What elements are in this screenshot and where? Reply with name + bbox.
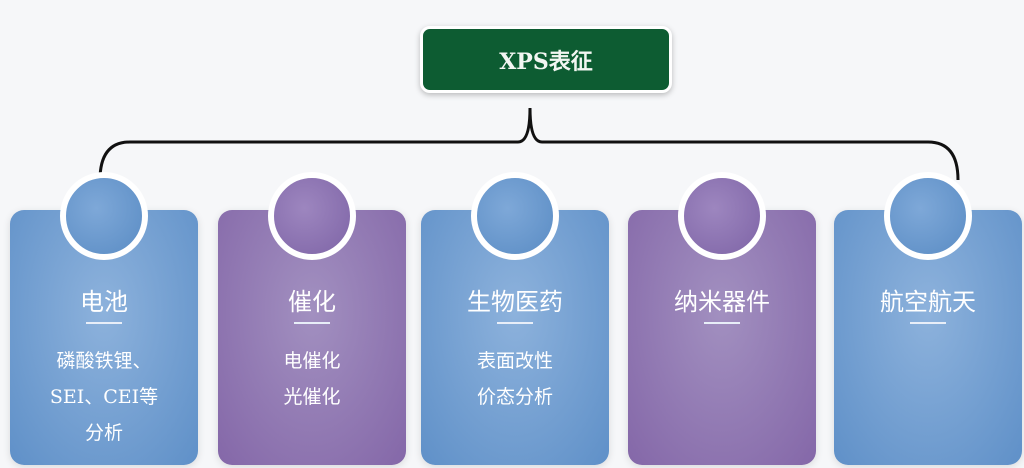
card-battery: 电池 磷酸铁锂、 SEI、CEI等 分析 — [10, 172, 198, 465]
circle-icon — [884, 172, 972, 260]
card-line: 磷酸铁锂、 — [56, 350, 152, 372]
divider — [294, 322, 330, 324]
root-label: XPS表征 — [499, 48, 593, 75]
circle-icon — [60, 172, 148, 260]
card-title: 生物医药 — [467, 288, 563, 316]
card-line: 表面改性 — [476, 350, 553, 372]
card-title: 电池 — [80, 288, 128, 316]
divider — [86, 322, 122, 324]
card-title: 航空航天 — [880, 288, 976, 316]
card-line: 光催化 — [283, 386, 341, 408]
circle-icon — [471, 172, 559, 260]
card-aerospace: 航空航天 — [834, 172, 1022, 465]
card-biomedicine: 生物医药 表面改性 价态分析 — [421, 172, 609, 465]
circle-icon — [678, 172, 766, 260]
divider — [704, 322, 740, 324]
card-line: 电催化 — [283, 350, 341, 372]
root-node: XPS表征 — [420, 26, 672, 93]
card-line: SEI、CEI等 — [49, 386, 159, 408]
card-line: 价态分析 — [476, 386, 553, 408]
card-title: 纳米器件 — [674, 288, 770, 316]
card-catalysis: 催化 电催化 光催化 — [218, 172, 406, 465]
divider — [910, 322, 946, 324]
card-title: 催化 — [288, 288, 336, 316]
circle-icon — [268, 172, 356, 260]
divider — [497, 322, 533, 324]
card-nanodevices: 纳米器件 — [628, 172, 816, 465]
card-line: 分析 — [84, 422, 123, 444]
